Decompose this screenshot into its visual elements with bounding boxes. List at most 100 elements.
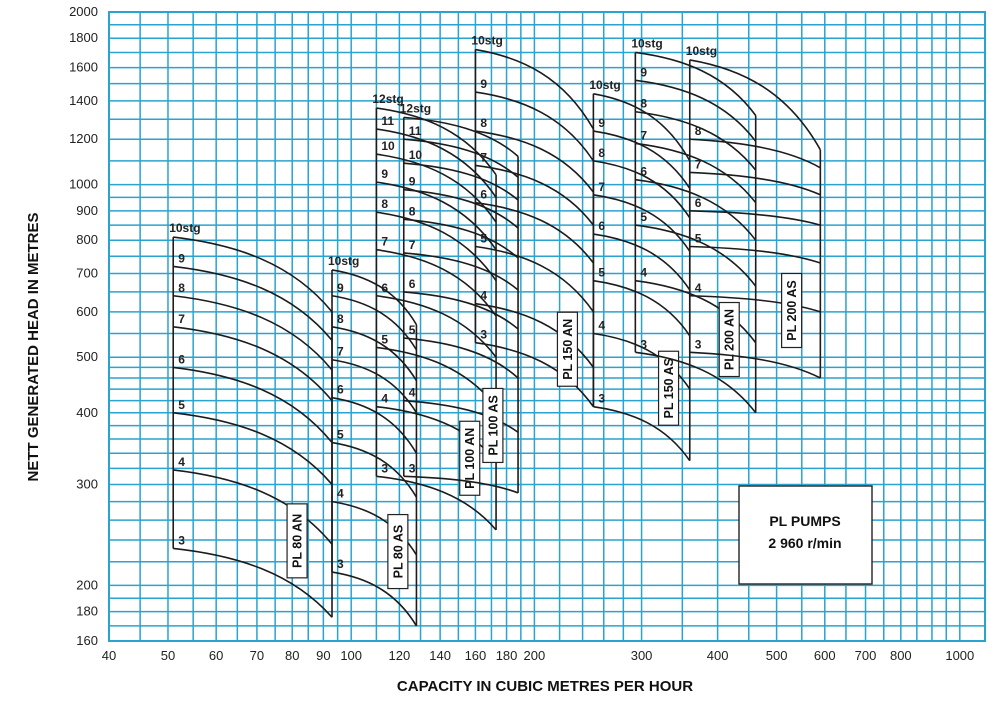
stage-curve: [376, 153, 497, 223]
stage-curve: [173, 265, 333, 341]
stage-curve: [689, 351, 821, 379]
stage-label: 8: [480, 116, 487, 130]
stage-curve: [403, 116, 519, 157]
stage-curve: [593, 130, 691, 189]
stage-curve: [475, 164, 595, 226]
stage-label: 3: [480, 328, 487, 342]
stage-label: 5: [178, 398, 185, 412]
stage-label: 4: [337, 487, 344, 501]
x-tick-label: 300: [631, 648, 653, 663]
stage-curve: [403, 252, 519, 291]
stage-curve: [403, 138, 519, 178]
x-tick-label: 70: [250, 648, 264, 663]
stage-label: 5: [598, 266, 605, 280]
stage-curve: [331, 269, 418, 326]
model-label-text: PL 80 AN: [291, 514, 305, 568]
stage-label: 9: [178, 251, 185, 265]
stage-label: 6: [409, 277, 416, 291]
stage-curve: [635, 51, 757, 116]
stage-label: 5: [480, 231, 487, 245]
stage-label: 7: [480, 150, 487, 164]
info-speed: 2 960 r/min: [768, 535, 841, 551]
x-tick-label: 100: [340, 648, 362, 663]
stage-curve: [635, 142, 757, 204]
y-tick-label: 160: [76, 633, 98, 648]
stage-curve: [376, 128, 497, 198]
stage-label: 10: [409, 148, 423, 162]
stage-curve: [593, 405, 691, 462]
stage-curve: [173, 547, 333, 618]
model-label: PL 80 AS: [387, 513, 409, 590]
stage-label: 4: [598, 319, 605, 333]
model-label: PL 150 AS: [657, 350, 680, 426]
stage-curve: [635, 79, 757, 142]
y-axis-ticks: 1601802003004005006007008009001000120014…: [69, 4, 98, 648]
model-label-text: PL 150 AN: [561, 319, 575, 380]
stage-curve: [403, 162, 519, 201]
x-tick-label: 600: [814, 648, 836, 663]
y-tick-label: 1600: [69, 60, 98, 75]
stage-label: 5: [695, 231, 702, 245]
stage-curve: [403, 337, 519, 379]
y-tick-label: 200: [76, 577, 98, 592]
stage-label-top: 10stg: [471, 34, 502, 48]
model-label: PL 100 AS: [482, 387, 504, 464]
stage-curve: [593, 279, 691, 337]
model-label-text: PL 200 AS: [785, 280, 799, 340]
stage-curve: [475, 48, 595, 130]
stage-label-top: 10stg: [328, 254, 359, 268]
y-tick-label: 700: [76, 265, 98, 280]
y-tick-label: 1400: [69, 93, 98, 108]
stage-label: 5: [640, 210, 647, 224]
model-label-box: [387, 513, 409, 590]
stage-curve: [376, 475, 497, 531]
stage-label: 7: [337, 345, 344, 359]
stage-curve: [635, 351, 757, 414]
stage-curve: [376, 248, 497, 317]
stage-curve: [331, 500, 418, 556]
stage-label: 6: [178, 352, 185, 366]
model-label-text: PL 150 AS: [662, 358, 676, 418]
stage-label: 3: [409, 461, 416, 475]
y-tick-label: 2000: [69, 4, 98, 19]
stage-curve: [689, 171, 821, 196]
stage-label-top: 10stg: [686, 44, 717, 58]
x-tick-label: 180: [496, 648, 518, 663]
stage-curve: [475, 201, 595, 264]
stage-label: 7: [695, 157, 702, 171]
stage-curve: [403, 188, 519, 229]
stage-label: 3: [337, 557, 344, 571]
x-tick-label: 800: [890, 648, 912, 663]
stage-label: 10: [381, 139, 395, 153]
stage-curve: [593, 332, 691, 390]
y-tick-label: 1200: [69, 131, 98, 146]
model-label: PL 200 AS: [781, 272, 803, 349]
model-label-text: PL 100 AS: [486, 395, 500, 455]
stage-curve: [173, 366, 333, 444]
model-label-text: PL 100 AN: [463, 428, 477, 489]
stage-curve: [475, 341, 595, 408]
stage-label: 6: [598, 219, 605, 233]
stage-label: 7: [178, 312, 185, 326]
stage-curve: [689, 138, 821, 169]
y-axis-title: NETT GENERATED HEAD IN METRES: [25, 213, 42, 482]
stage-curve: [689, 59, 822, 151]
stage-curve: [173, 326, 333, 402]
stage-label: 8: [178, 281, 185, 295]
x-tick-label: 700: [855, 648, 877, 663]
x-tick-label: 90: [316, 648, 330, 663]
stage-label: 7: [381, 235, 388, 249]
stage-curve: [173, 469, 333, 545]
stage-label: 8: [409, 204, 416, 218]
stage-label: 7: [598, 180, 605, 194]
stage-label: 9: [381, 167, 388, 181]
stage-curve: [331, 396, 418, 454]
stage-curve: [376, 346, 497, 408]
stage-label: 9: [480, 77, 487, 91]
